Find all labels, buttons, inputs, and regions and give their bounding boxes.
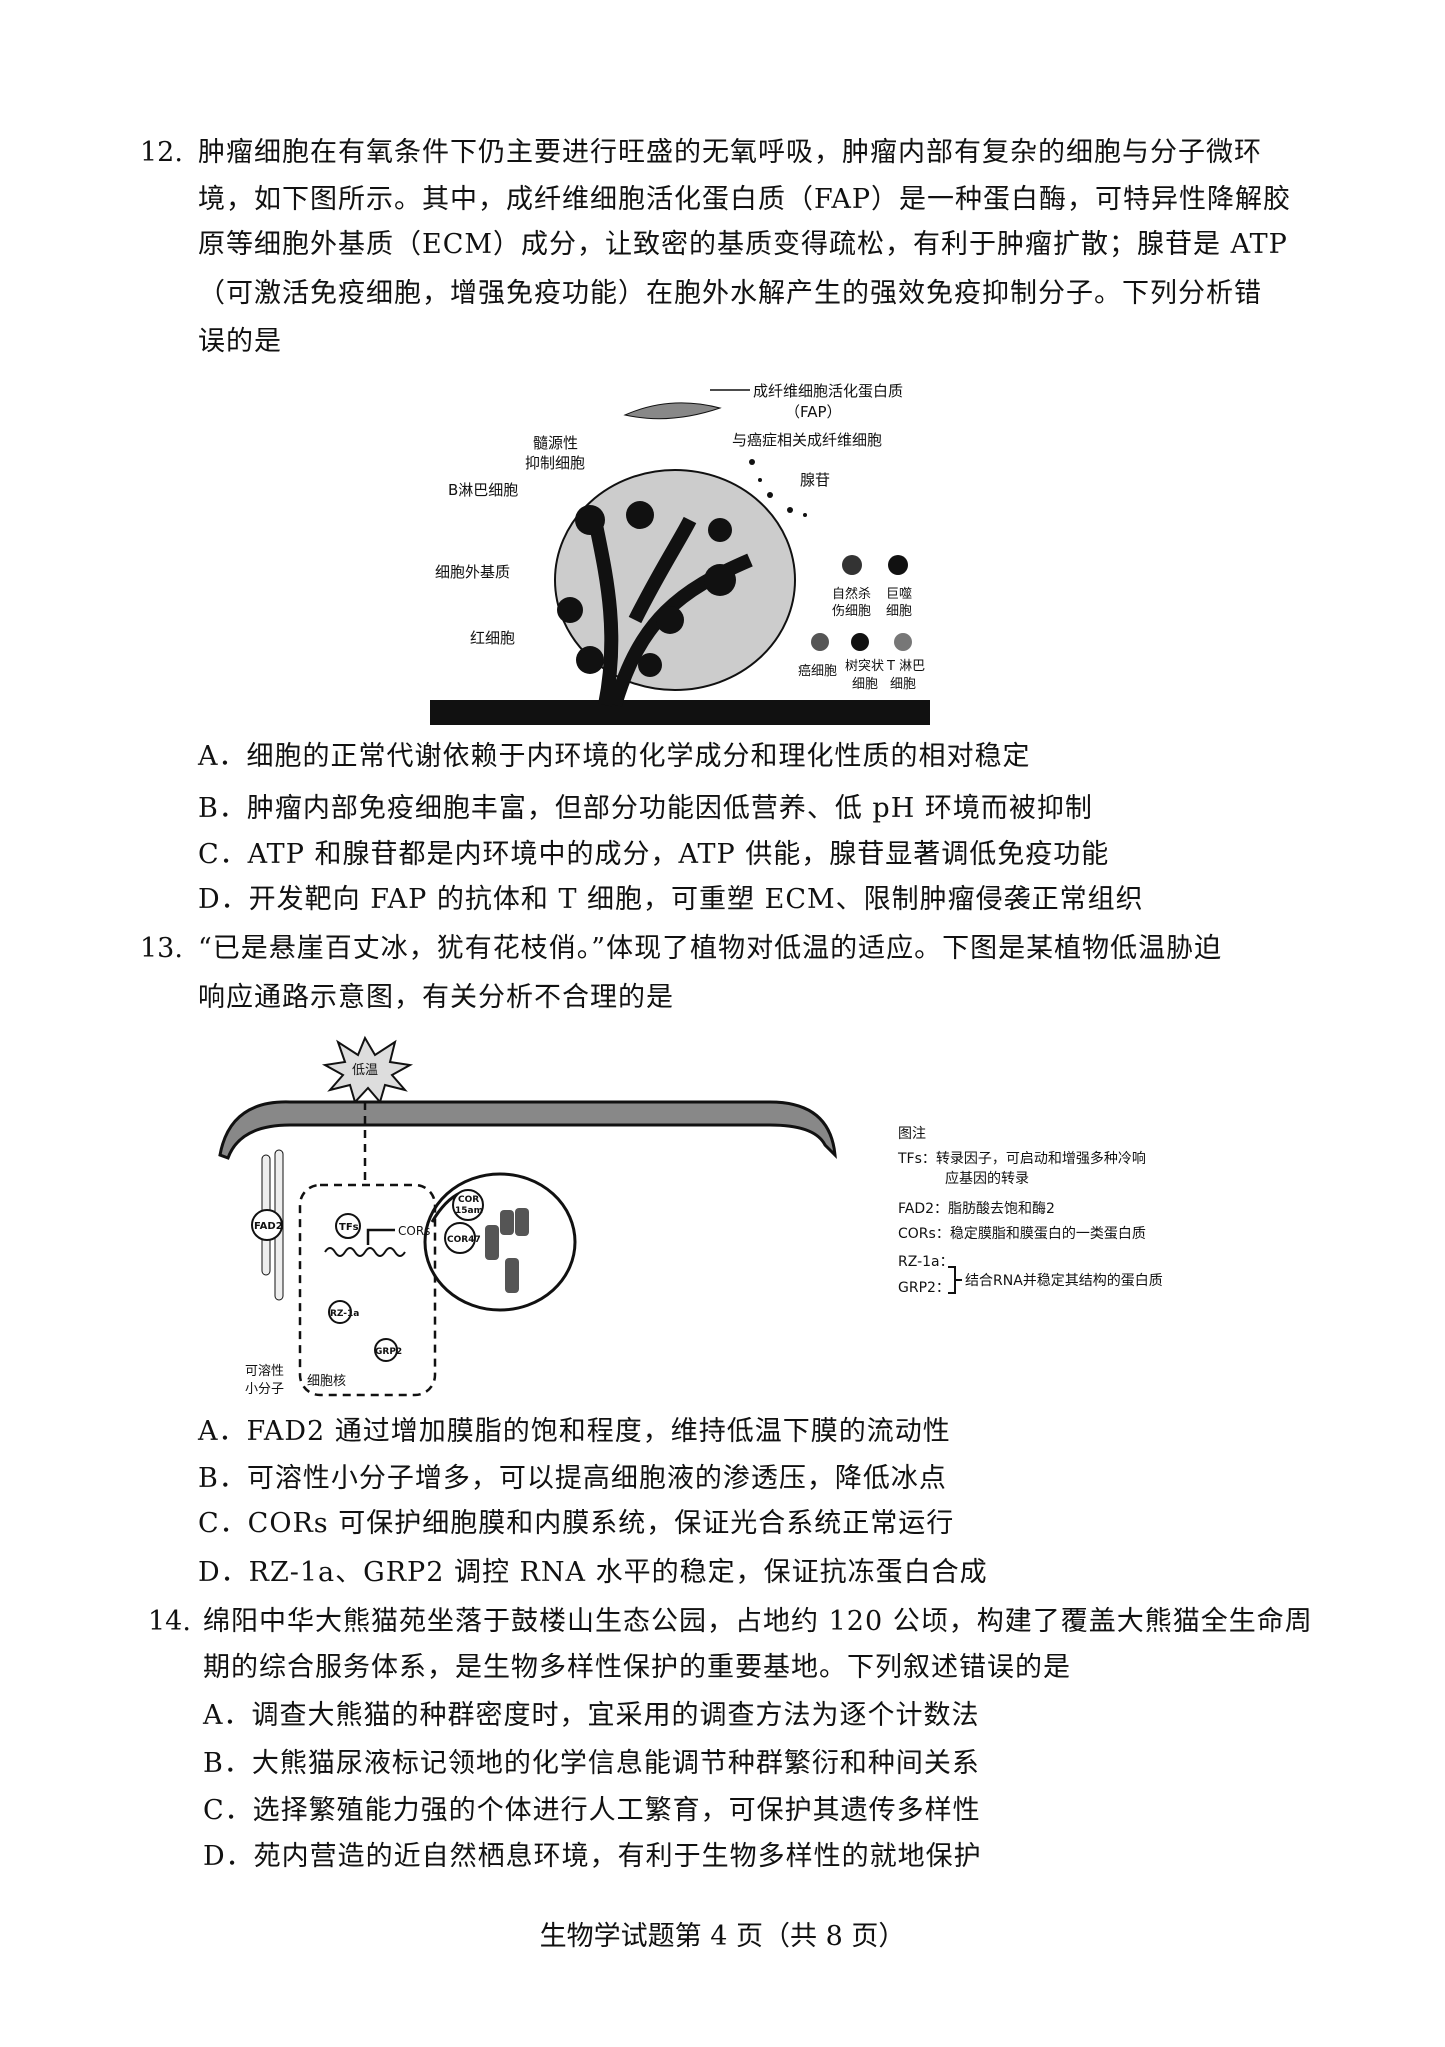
label-nucleus: 细胞核 — [307, 1374, 346, 1389]
question-14-stem-line: 期的综合服务体系，是生物多样性保护的重要基地。下列叙述错误的是 — [203, 1652, 1071, 1683]
label-fap-abbr: （FAP） — [785, 403, 842, 421]
legend-item: 应基因的转录 — [945, 1170, 1029, 1187]
label-cor15: 15am — [455, 1206, 483, 1216]
question-12-option-c: C．ATP 和腺苷都是内环境中的成分，ATP 供能，腺苷显著调低免疫功能 — [198, 839, 1110, 870]
label-fap: 成纤维细胞活化蛋白质 — [753, 382, 903, 400]
question-14-stem-line: 绵阳中华大熊猫苑坐落于鼓楼山生态公园，占地约 120 公顷，构建了覆盖大熊猫全生… — [203, 1606, 1313, 1637]
question-14-option-b: B．大熊猫尿液标记领地的化学信息能调节种群繁衍和种间关系 — [203, 1748, 980, 1779]
question-12-option-d: D．开发靶向 FAP 的抗体和 T 细胞，可重塑 ECM、限制肿瘤侵袭正常组织 — [198, 884, 1144, 915]
label-rbc: 红细胞 — [470, 629, 515, 647]
legend-item: 结合RNA并稳定其结构的蛋白质 — [965, 1273, 1163, 1289]
label-cors: CORs — [398, 1224, 430, 1238]
question-12-stem-line: 境，如下图所示。其中，成纤维细胞活化蛋白质（FAP）是一种蛋白酶，可特异性降解胶 — [198, 184, 1292, 215]
legend-t-cell: 细胞 — [890, 677, 916, 692]
legend-nk: 伤细胞 — [832, 604, 871, 619]
legend-nk: 自然杀 — [832, 586, 871, 602]
question-13-option-c: C．CORs 可保护细胞膜和内膜系统，保证光合系统正常运行 — [198, 1508, 955, 1539]
legend-macrophage: 巨噬 — [886, 587, 912, 602]
question-12-stem-line: 肿瘤细胞在有氧条件下仍主要进行旺盛的无氧呼吸，肿瘤内部有复杂的细胞与分子微环 — [198, 137, 1262, 168]
legend-macrophage: 细胞 — [886, 604, 912, 619]
label-cor47: COR47 — [447, 1235, 481, 1245]
legend-item: GRP2： — [898, 1280, 950, 1296]
label-soluble-molecule: 小分子 — [245, 1382, 284, 1397]
question-12-option-a: A．细胞的正常代谢依赖于内环境的化学成分和理化性质的相对稳定 — [198, 741, 1031, 772]
label-soluble-molecule: 可溶性 — [245, 1364, 284, 1379]
question-13-option-b: B．可溶性小分子增多，可以提高细胞液的渗透压，降低冰点 — [198, 1463, 947, 1494]
question-13-number: 13. — [140, 933, 183, 964]
cell-membrane — [218, 1100, 837, 1160]
immune-cells — [557, 501, 736, 677]
label-caf: 与癌症相关成纤维细胞 — [732, 431, 882, 449]
legend-item: FAD2：脂肪酸去饱和酶2 — [898, 1201, 1055, 1217]
label-adenosine: 腺苷 — [800, 471, 830, 489]
legend-item: RZ-1a： — [898, 1254, 954, 1270]
label-fad2: FAD2 — [254, 1221, 283, 1232]
label-ecm: 细胞外基质 — [435, 563, 510, 581]
question-14-number: 14. — [148, 1606, 191, 1637]
label-b-cell: B淋巴细胞 — [448, 481, 518, 499]
question-12-stem-line: 原等细胞外基质（ECM）成分，让致密的基质变得疏松，有利于肿瘤扩散；腺苷是 AT… — [198, 229, 1288, 260]
nucleus — [298, 1183, 437, 1397]
legend-dc: 细胞 — [852, 677, 878, 692]
question-14-option-a: A．调查大熊猫的种群密度时，宜采用的调查方法为逐个计数法 — [203, 1700, 980, 1731]
question-13-stem-line: “已是悬崖百丈冰，犹有花枝俏。”体现了植物对低温的适应。下图是某植物低温胁迫 — [198, 933, 1223, 964]
adenosine-dots — [749, 459, 807, 517]
legend-item: TFs：转录因子，可启动和增强多种冷响 — [897, 1150, 1146, 1167]
chloroplast — [423, 1172, 577, 1312]
question-12-stem-line: 误的是 — [198, 326, 282, 357]
question-13-stem-line: 响应通路示意图，有关分析不合理的是 — [198, 982, 674, 1013]
low-temperature-burst — [321, 1035, 414, 1105]
question-14-option-d: D．苑内营造的近自然栖息环境，有利于生物多样性的就地保护 — [203, 1841, 982, 1872]
tumor-microenvironment-figure: 成纤维细胞活化蛋白质 （FAP） 与癌症相关成纤维细胞 腺苷 髓源性 抑制细胞 … — [430, 382, 930, 725]
question-14-option-c: C．选择繁殖能力强的个体进行人工繁育，可保护其遗传多样性 — [203, 1795, 981, 1826]
legend-dc: 树突状 — [845, 658, 884, 674]
label-tfs: TFs — [339, 1222, 359, 1233]
legend-cancer: 癌细胞 — [798, 663, 837, 679]
question-12-stem-line: （可激活免疫细胞，增强免疫功能）在胞外水解产生的强效免疫抑制分子。下列分析错 — [198, 278, 1262, 309]
label-rz1a: RZ-1a — [330, 1309, 359, 1319]
question-13-option-a: A．FAD2 通过增加膜脂的饱和程度，维持低温下膜的流动性 — [198, 1416, 951, 1447]
label-cor15: COR — [458, 1195, 479, 1205]
label-low-temperature: 低温 — [352, 1063, 378, 1078]
legend-title: 图注 — [898, 1126, 926, 1142]
fibroblast — [623, 402, 722, 420]
label-mdsc: 髓源性 — [533, 434, 578, 452]
legend-t-cell: T 淋巴 — [886, 659, 925, 674]
question-13-option-d: D．RZ-1a、GRP2 调控 RNA 水平的稳定，保证抗冻蛋白合成 — [198, 1557, 988, 1588]
cold-stress-pathway-figure: 低温 FAD2 TFs CORs RZ-1a GRP2 COR 15am COR… — [218, 1035, 1163, 1397]
question-12-number: 12. — [140, 137, 183, 168]
question-12-option-b: B．肿瘤内部免疫细胞丰富，但部分功能因低营养、低 pH 环境而被抑制 — [198, 793, 1093, 824]
label-grp2: GRP2 — [375, 1347, 402, 1357]
label-mdsc: 抑制细胞 — [525, 454, 585, 472]
blood-vessel — [430, 700, 930, 725]
page-footer: 生物学试题第 4 页（共 8 页） — [539, 1921, 906, 1952]
legend-item: CORs：稳定膜脂和膜蛋白的一类蛋白质 — [898, 1226, 1146, 1242]
thylakoids — [485, 1208, 529, 1293]
